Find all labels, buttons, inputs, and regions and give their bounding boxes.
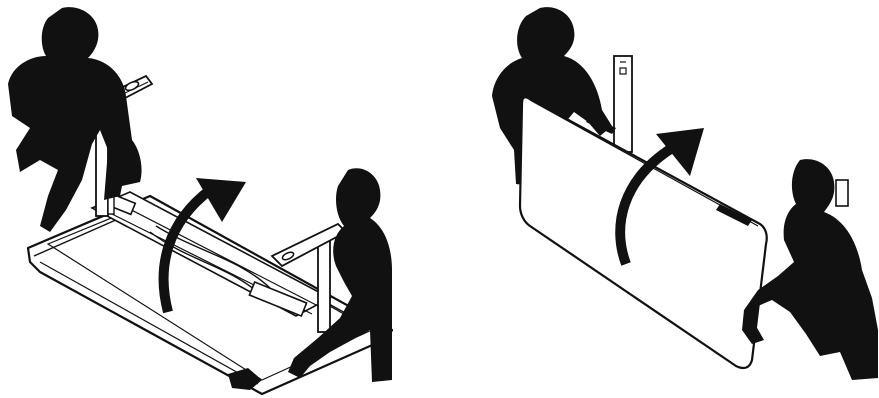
panel-step-2 <box>492 7 878 380</box>
desk-board-right <box>520 97 767 368</box>
leg-upright-back <box>614 56 632 152</box>
panel-step-1 <box>8 7 392 394</box>
